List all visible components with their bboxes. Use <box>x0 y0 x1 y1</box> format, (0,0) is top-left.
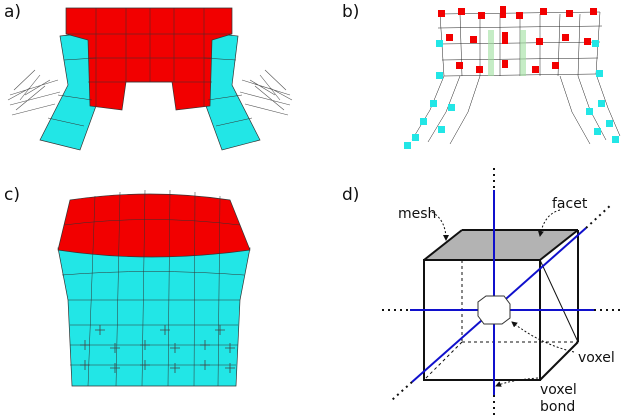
panel-b-wire-lines <box>411 11 621 145</box>
label-voxel: voxel <box>578 350 615 366</box>
label-mesh: mesh <box>398 206 436 222</box>
panel-label-d: d) <box>342 185 360 205</box>
panel-d-cube-edges <box>423 229 579 381</box>
panel-c-force-crosses <box>80 325 235 373</box>
panel-b-cyan-voxels <box>404 40 619 149</box>
label-voxel-bond-line2: bond <box>540 399 575 415</box>
panel-d-voxel-schematic: mesh facet voxel voxel bond <box>382 168 620 416</box>
label-voxel-bond-line1: voxel <box>540 382 577 398</box>
panel-c-compressed-cube <box>57 189 251 387</box>
panel-d-callout-lines <box>431 209 575 387</box>
panel-d-axis-extensions <box>382 168 620 416</box>
panel-a-soft-robot-deformed <box>7 7 293 151</box>
panel-b-voxel-wireframe <box>404 6 621 149</box>
panel-a-left-force-arrows <box>7 69 61 116</box>
panel-a-right-force-arrows <box>239 69 293 116</box>
panel-label-c: c) <box>4 185 20 205</box>
panel-d-voxel <box>477 295 511 325</box>
panel-a-mesh-lines <box>47 8 253 127</box>
panel-a-red-body <box>65 7 233 111</box>
panel-label-b: b) <box>342 2 360 22</box>
panel-b-red-voxels <box>438 6 597 73</box>
panel-label-a: a) <box>4 2 22 22</box>
panel-c-red-top <box>57 193 251 258</box>
label-facet: facet <box>552 196 588 212</box>
panel-d-facet <box>424 230 578 260</box>
panel-d-axes <box>410 190 594 395</box>
